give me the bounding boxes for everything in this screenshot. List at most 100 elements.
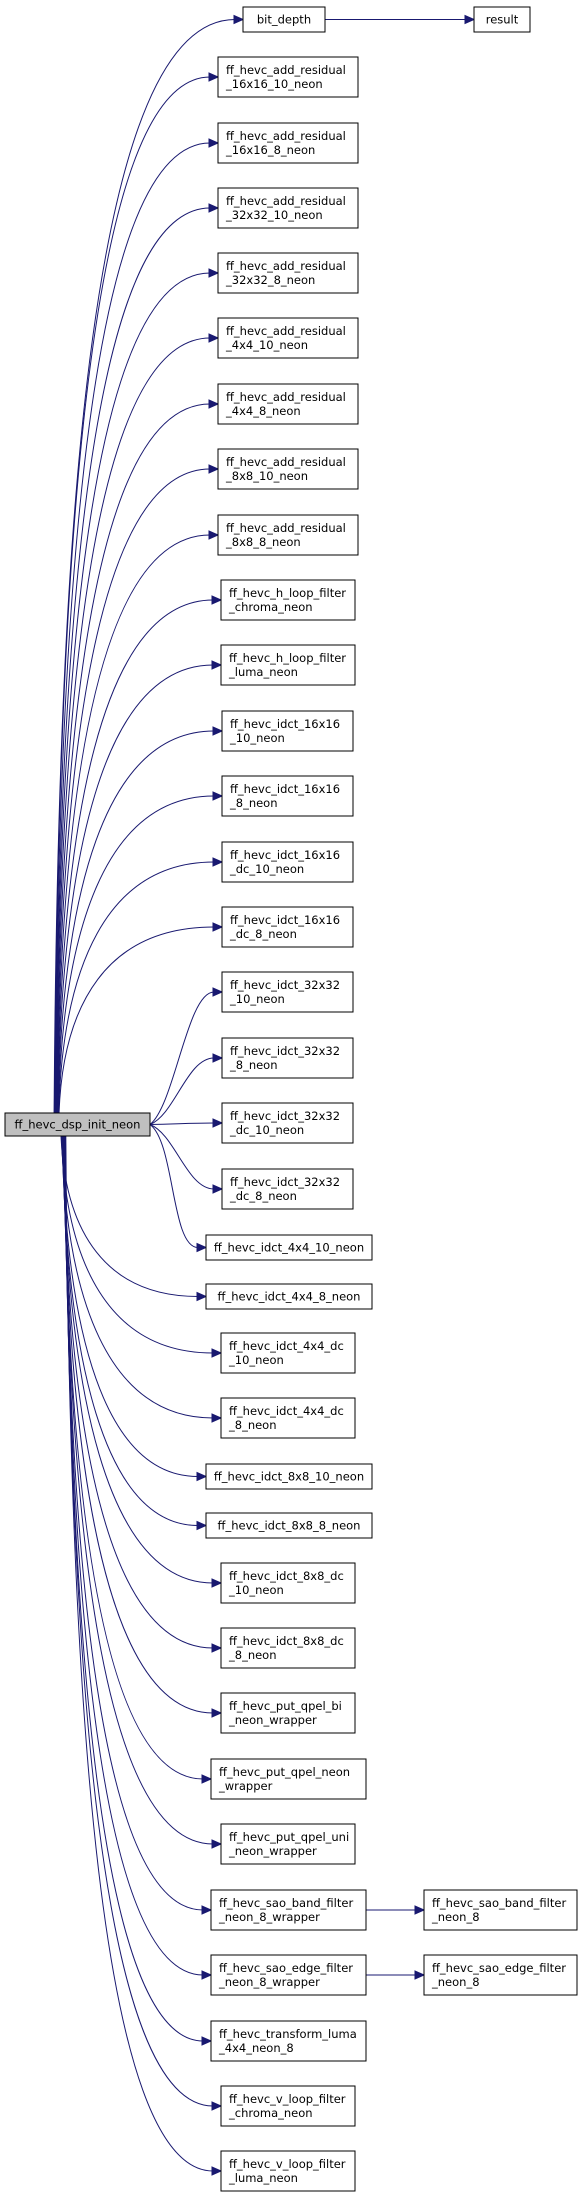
arrowhead (208, 72, 220, 82)
edge-root-to-idct-8x8-8 (61, 1135, 208, 1531)
node-sao-band-wrapper[interactable]: ff_hevc_sao_band_filter_neon_8_wrapper (210, 1889, 367, 1931)
node-idct-32x32-dc-8[interactable]: ff_hevc_idct_32x32_dc_8_neon (221, 1168, 354, 1210)
node-idct-32x32-dc-10[interactable]: ff_hevc_idct_32x32_dc_10_neon (221, 1102, 354, 1144)
node-label-line: ff_hevc_dsp_init_neon (15, 1118, 141, 1132)
node-box (221, 906, 354, 948)
node-box (205, 1512, 373, 1539)
edge-line (64, 1135, 204, 1976)
node-label-line: _dc_8_neon (229, 927, 297, 941)
node-box (220, 1627, 356, 1669)
node-idct-32x32-10[interactable]: ff_hevc_idct_32x32_10_neon (221, 971, 354, 1013)
edge-root-to-add-residual-16x16-8 (54, 138, 220, 1114)
node-idct-8x8-8[interactable]: ff_hevc_idct_8x8_8_neon (205, 1512, 373, 1539)
node-label-line: ff_hevc_sao_band_filter (219, 1896, 353, 1910)
edge-line (53, 76, 211, 1114)
arrowhead (211, 1839, 223, 1849)
node-put-qpel-bi[interactable]: ff_hevc_put_qpel_bi_neon_wrapper (220, 1692, 356, 1734)
node-add-residual-32x32-8[interactable]: ff_hevc_add_residual_32x32_8_neon (217, 252, 359, 294)
node-v-loop-filter-luma[interactable]: ff_hevc_v_loop_filter_luma_neon (220, 2150, 356, 2192)
node-label-line: _chroma_neon (228, 2106, 313, 2120)
node-add-residual-8x8-8[interactable]: ff_hevc_add_residual_8x8_8_neon (217, 514, 359, 556)
arrowhead (211, 2101, 223, 2111)
node-label-line: ff_hevc_add_residual (226, 129, 346, 143)
node-label-line: ff_hevc_idct_16x16 (230, 913, 340, 927)
node-box (210, 1758, 367, 1800)
node-idct-8x8-10[interactable]: ff_hevc_idct_8x8_10_neon (205, 1463, 373, 1490)
edge-line (56, 599, 214, 1114)
node-box (217, 56, 359, 98)
node-idct-4x4-8[interactable]: ff_hevc_idct_4x4_8_neon (205, 1283, 373, 1310)
node-put-qpel[interactable]: ff_hevc_put_qpel_neon_wrapper (210, 1758, 367, 1800)
arrowhead (211, 1578, 223, 1588)
node-label-line: ff_hevc_idct_4x4_dc (229, 1339, 344, 1353)
node-idct-4x4-dc-10[interactable]: ff_hevc_idct_4x4_dc_10_neon (220, 1332, 356, 1374)
node-label-line: ff_hevc_h_loop_filter (229, 651, 346, 665)
edge-line (60, 1135, 199, 1297)
node-label-line: ff_hevc_idct_4x4_10_neon (214, 1241, 364, 1255)
node-v-loop-filter-chroma[interactable]: ff_hevc_v_loop_filter_chroma_neon (220, 2085, 356, 2127)
node-label-line: _8x8_10_neon (225, 469, 308, 483)
node-idct-8x8-dc-8[interactable]: ff_hevc_idct_8x8_dc_8_neon (220, 1627, 356, 1669)
node-label-line: _8_neon (229, 1058, 278, 1072)
edge-line (62, 1135, 214, 1649)
node-add-residual-4x4-8[interactable]: ff_hevc_add_residual_4x4_8_neon (217, 383, 359, 425)
node-idct-32x32-8[interactable]: ff_hevc_idct_32x32_8_neon (221, 1037, 354, 1079)
node-label-line: ff_hevc_idct_8x8_dc (229, 1569, 344, 1583)
node-add-residual-32x32-10[interactable]: ff_hevc_add_residual_32x32_10_neon (217, 187, 359, 229)
node-label-line: ff_hevc_h_loop_filter (229, 586, 346, 600)
node-idct-4x4-10[interactable]: ff_hevc_idct_4x4_10_neon (205, 1234, 373, 1261)
edge-root-to-add-residual-4x4-10 (55, 333, 220, 1114)
node-box (4, 1112, 151, 1137)
node-box (217, 122, 359, 164)
node-add-residual-16x16-8[interactable]: ff_hevc_add_residual_16x16_8_neon (217, 122, 359, 164)
arrowhead (208, 268, 220, 278)
node-label-line: _neon_8_wrapper (218, 1910, 320, 1924)
arrowhead (208, 464, 220, 474)
node-bit-depth[interactable]: bit_depth (242, 6, 326, 33)
node-label-line: _luma_neon (228, 2171, 298, 2185)
node-h-loop-filter-chroma[interactable]: ff_hevc_h_loop_filter_chroma_neon (220, 579, 356, 621)
node-transform-luma[interactable]: ff_hevc_transform_luma_4x4_neon_8 (210, 2020, 367, 2062)
node-label-line: _neon_8 (431, 1910, 480, 1924)
node-label-line: ff_hevc_idct_4x4_dc (229, 1404, 344, 1418)
node-idct-4x4-dc-8[interactable]: ff_hevc_idct_4x4_dc_8_neon (220, 1397, 356, 1439)
node-h-loop-filter-luma[interactable]: ff_hevc_h_loop_filter_luma_neon (220, 644, 356, 686)
node-label-line: ff_hevc_idct_32x32 (230, 1109, 340, 1123)
edge-root-to-idct-32x32-dc-8 (149, 1124, 224, 1194)
node-idct-16x16-10[interactable]: ff_hevc_idct_16x16_10_neon (221, 710, 354, 752)
edge-bit-depth-to-result (325, 14, 476, 25)
node-label-line: ff_hevc_add_residual (226, 390, 346, 404)
arrowhead (211, 2166, 223, 2176)
edge-root-to-idct-4x4-10 (149, 1124, 208, 1253)
node-put-qpel-uni[interactable]: ff_hevc_put_qpel_uni_neon_wrapper (220, 1823, 356, 1865)
node-label-line: ff_hevc_put_qpel_bi (229, 1699, 342, 1713)
node-result[interactable]: result (473, 6, 531, 33)
edge-root-to-idct-4x4-dc-8 (61, 1135, 223, 1423)
node-add-residual-8x8-10[interactable]: ff_hevc_add_residual_8x8_10_neon (217, 448, 359, 490)
edges-layer (53, 14, 476, 2176)
root-node[interactable]: ff_hevc_dsp_init_neon (4, 1112, 151, 1137)
edge-root-to-idct-8x8-10 (61, 1135, 208, 1482)
node-idct-16x16-8[interactable]: ff_hevc_idct_16x16_8_neon (221, 775, 354, 817)
node-box (221, 971, 354, 1013)
node-idct-16x16-dc-8[interactable]: ff_hevc_idct_16x16_dc_8_neon (221, 906, 354, 948)
node-label-line: _10_neon (229, 731, 285, 745)
node-label-line: _16x16_10_neon (225, 77, 323, 91)
node-idct-8x8-dc-10[interactable]: ff_hevc_idct_8x8_dc_10_neon (220, 1562, 356, 1604)
node-label-line: ff_hevc_idct_8x8_8_neon (218, 1519, 361, 1533)
node-box (205, 1234, 373, 1261)
node-label-line: _neon_8_wrapper (218, 1975, 320, 1989)
arrowhead (196, 1242, 208, 1253)
node-idct-16x16-dc-10[interactable]: ff_hevc_idct_16x16_dc_10_neon (221, 841, 354, 883)
arrowhead (211, 1708, 223, 1718)
node-sao-band[interactable]: ff_hevc_sao_band_filter_neon_8 (423, 1889, 578, 1931)
node-sao-edge[interactable]: ff_hevc_sao_edge_filter_neon_8 (423, 1954, 578, 1996)
edge-root-to-h-loop-filter-luma (57, 660, 223, 1114)
arrowhead (212, 857, 224, 867)
node-label-line: ff_hevc_add_residual (226, 194, 346, 208)
node-add-residual-4x4-10[interactable]: ff_hevc_add_residual_4x4_10_neon (217, 317, 359, 359)
node-label-line: _10_neon (228, 1353, 284, 1367)
node-sao-edge-wrapper[interactable]: ff_hevc_sao_edge_filter_neon_8_wrapper (210, 1954, 367, 1996)
node-add-residual-16x16-10[interactable]: ff_hevc_add_residual_16x16_10_neon (217, 56, 359, 98)
